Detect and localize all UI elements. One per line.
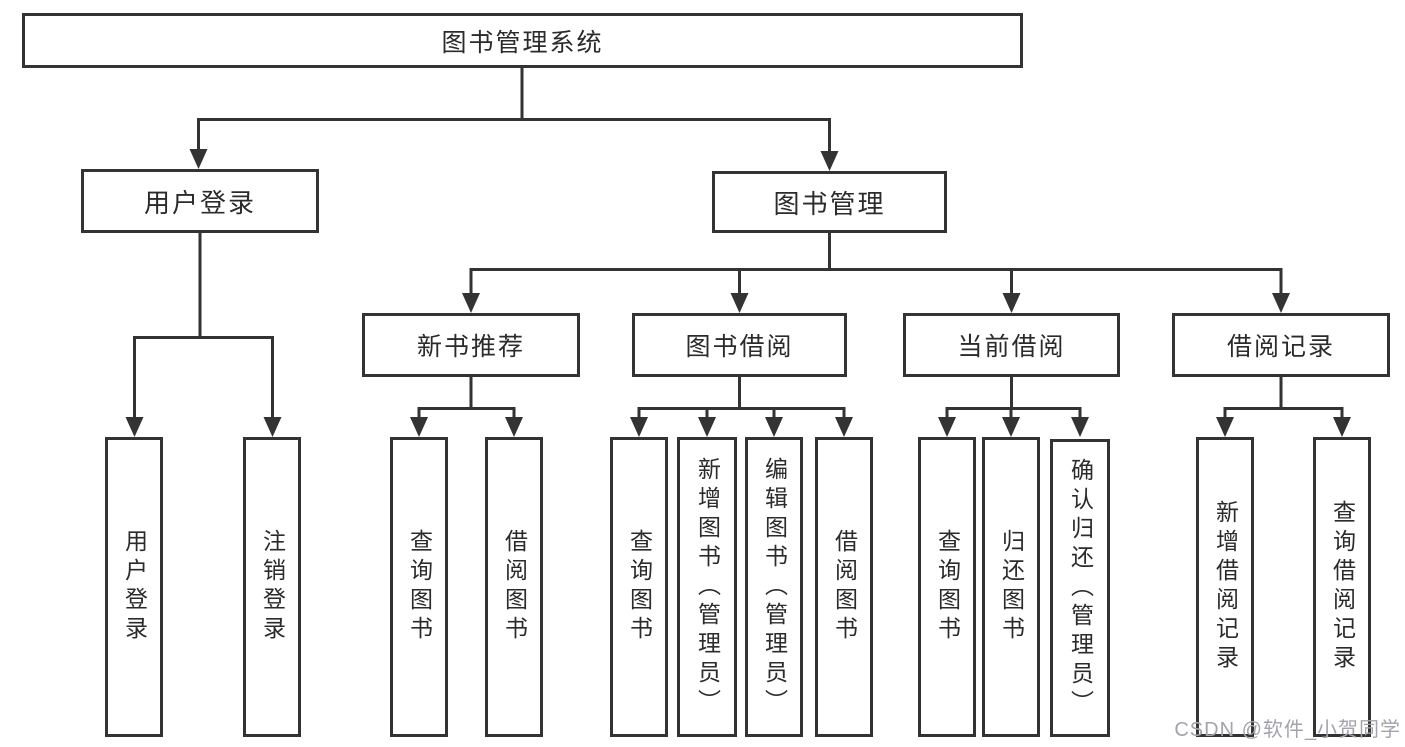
- leaf-user-login: 用户登录: [105, 437, 163, 737]
- leaf-current-query-book: 查询图书: [918, 437, 976, 737]
- leaf-borrow-book-label: 借阅图书: [831, 529, 858, 645]
- leaf-add-borrow-record-label: 新增借阅记录: [1212, 500, 1239, 674]
- csdn-watermark: CSDN @软件_小贺同学: [1174, 719, 1401, 741]
- node-root: 图书管理系统: [22, 13, 1023, 68]
- leaf-logout-label: 注销登录: [259, 529, 286, 645]
- leaf-recommend-query-book: 查询图书: [390, 437, 448, 737]
- leaf-add-borrow-record: 新增借阅记录: [1196, 437, 1254, 737]
- leaf-recommend-query-book-label: 查询图书: [406, 529, 433, 645]
- leaf-recommend-borrow-book-label: 借阅图书: [501, 529, 528, 645]
- leaf-confirm-return-admin: 确认归还（管理员）: [1050, 439, 1110, 737]
- node-book-borrow-label: 图书借阅: [685, 333, 794, 361]
- leaf-logout: 注销登录: [243, 437, 301, 737]
- leaf-query-borrow-record-label: 查询借阅记录: [1329, 500, 1356, 674]
- node-new-book-recommend-label: 新书推荐: [416, 333, 525, 361]
- leaf-confirm-return-admin-label: 确认归还（管理员）: [1067, 457, 1094, 719]
- node-current-borrow: 当前借阅: [903, 313, 1120, 377]
- node-borrow-record-label: 借阅记录: [1226, 333, 1335, 361]
- node-user-login: 用户登录: [81, 169, 319, 233]
- leaf-edit-book-admin: 编辑图书（管理员）: [745, 437, 803, 737]
- node-current-borrow-label: 当前借阅: [957, 333, 1066, 361]
- leaf-user-login-label: 用户登录: [121, 529, 148, 645]
- node-book-management: 图书管理: [712, 171, 947, 233]
- leaf-borrow-book: 借阅图书: [815, 437, 873, 737]
- leaf-return-book: 归还图书: [982, 437, 1040, 737]
- leaf-return-book-label: 归还图书: [998, 529, 1025, 645]
- node-user-login-label: 用户登录: [143, 187, 256, 218]
- leaf-current-query-book-label: 查询图书: [934, 529, 961, 645]
- node-new-book-recommend: 新书推荐: [362, 313, 580, 377]
- leaf-query-borrow-record: 查询借阅记录: [1313, 437, 1371, 737]
- leaf-borrow-query-book: 查询图书: [610, 437, 668, 737]
- leaf-recommend-borrow-book: 借阅图书: [485, 437, 543, 737]
- node-borrow-record: 借阅记录: [1172, 313, 1390, 377]
- leaf-borrow-query-book-label: 查询图书: [626, 529, 653, 645]
- node-book-management-label: 图书管理: [773, 188, 886, 219]
- node-book-borrow: 图书借阅: [632, 313, 847, 377]
- leaf-add-book-admin-label: 新增图书（管理员）: [694, 456, 721, 718]
- node-root-label: 图书管理系统: [441, 28, 604, 57]
- leaf-add-book-admin: 新增图书（管理员）: [677, 437, 737, 737]
- leaf-edit-book-admin-label: 编辑图书（管理员）: [761, 456, 788, 718]
